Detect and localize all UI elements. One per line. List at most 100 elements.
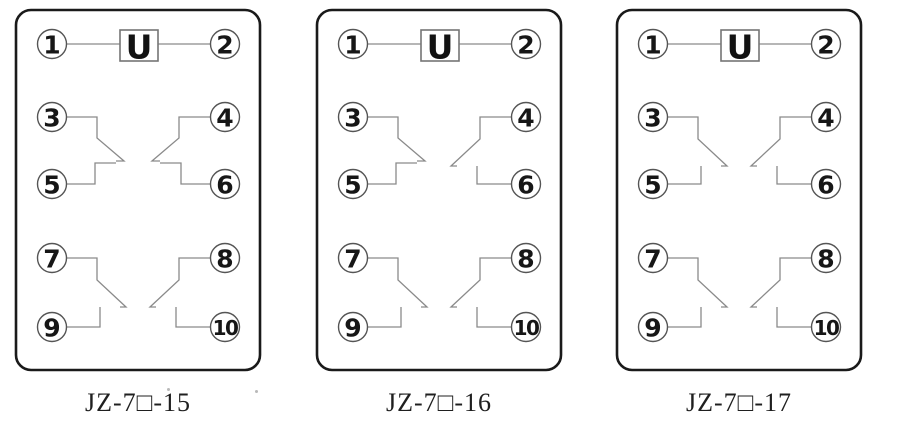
terminal-circle — [637, 168, 669, 200]
terminal-circle — [209, 242, 241, 274]
contact-seat — [66, 162, 116, 185]
terminal-number: 9 — [344, 314, 361, 343]
contact-blade — [449, 116, 511, 167]
scan-speck — [255, 390, 258, 393]
terminal-circle — [36, 242, 68, 274]
terminal-number: 8 — [216, 245, 233, 274]
terminal-number: 4 — [817, 104, 834, 133]
coil-symbol-box — [420, 29, 460, 62]
contact-stub — [175, 307, 210, 328]
relay-diagram-16: U 1 2 3 5 4 6 7 9 8 10 JZ-7□-16 — [315, 8, 563, 418]
terminal-number: 5 — [43, 171, 60, 200]
terminal-number: 1 — [43, 31, 60, 60]
coil-symbol-box — [720, 29, 760, 62]
terminal-number: 3 — [344, 104, 361, 133]
terminal-number: 4 — [517, 104, 534, 133]
scan-speck — [167, 388, 170, 391]
terminal-number: 8 — [817, 245, 834, 274]
terminal-circle — [36, 168, 68, 200]
relay-outline — [315, 8, 563, 372]
contact-blade — [667, 116, 729, 167]
terminal-circle — [209, 168, 241, 200]
contact-stub — [367, 307, 402, 328]
terminal-circle — [337, 168, 369, 200]
terminal-circle — [810, 311, 842, 343]
coil-symbol-box — [119, 29, 159, 62]
contact-stub — [667, 166, 702, 185]
coil-symbol-label: U — [126, 28, 153, 67]
terminal-circle — [337, 28, 369, 60]
terminal-circle — [209, 311, 241, 343]
terminal-circle — [36, 101, 68, 133]
contact-stub — [776, 307, 811, 328]
terminal-circle — [637, 242, 669, 274]
terminal-circle — [510, 28, 542, 60]
terminal-circle — [637, 101, 669, 133]
terminal-circle — [337, 101, 369, 133]
contact-blade — [367, 116, 427, 162]
terminal-number: 4 — [216, 104, 233, 133]
terminal-circle — [337, 242, 369, 274]
diagram-label: JZ-7□-16 — [385, 388, 493, 417]
terminal-number: 7 — [43, 245, 60, 274]
contact-stub — [776, 166, 811, 185]
terminal-circle — [810, 101, 842, 133]
terminal-number: 8 — [517, 245, 534, 274]
terminal-circle — [510, 311, 542, 343]
contact-blade — [449, 257, 511, 308]
terminal-number: 7 — [344, 245, 361, 274]
contact-stub — [667, 307, 702, 328]
terminal-number: 2 — [216, 31, 233, 60]
terminal-number: 10 — [814, 316, 839, 340]
terminal-circle — [810, 168, 842, 200]
terminal-circle — [209, 28, 241, 60]
contact-blade — [749, 257, 811, 308]
terminal-circle — [337, 311, 369, 343]
terminal-number: 6 — [817, 171, 834, 200]
terminal-circle — [637, 28, 669, 60]
terminal-number: 5 — [644, 171, 661, 200]
contact-seat — [160, 162, 210, 185]
contact-seat — [367, 162, 417, 185]
contact-blade — [66, 257, 128, 308]
terminal-number: 6 — [517, 171, 534, 200]
terminal-circle — [510, 168, 542, 200]
terminal-number: 2 — [817, 31, 834, 60]
terminal-number: 1 — [344, 31, 361, 60]
terminal-circle — [810, 28, 842, 60]
terminal-number: 7 — [644, 245, 661, 274]
terminal-number: 1 — [644, 31, 661, 60]
terminal-number: 3 — [43, 104, 60, 133]
terminal-number: 9 — [644, 314, 661, 343]
terminal-number: 10 — [514, 316, 539, 340]
contact-stub — [476, 166, 511, 185]
terminal-circle — [36, 28, 68, 60]
contact-blade — [749, 116, 811, 167]
terminal-circle — [209, 101, 241, 133]
terminal-number: 9 — [43, 314, 60, 343]
coil-symbol-label: U — [427, 28, 454, 67]
relay-schematic: U 1 2 3 5 4 6 7 9 8 10 — [315, 8, 563, 372]
terminal-circle — [36, 311, 68, 343]
terminal-circle — [810, 242, 842, 274]
relay-outline — [14, 8, 262, 372]
contact-stub — [66, 307, 101, 328]
contact-blade — [66, 116, 126, 162]
terminal-circle — [510, 242, 542, 274]
terminal-number: 5 — [344, 171, 361, 200]
contact-stub — [476, 307, 511, 328]
coil-symbol-label: U — [727, 28, 754, 67]
contact-blade — [367, 257, 429, 308]
contact-blade — [667, 257, 729, 308]
relay-outline — [615, 8, 863, 372]
terminal-circle — [510, 101, 542, 133]
terminal-number: 2 — [517, 31, 534, 60]
terminal-circle — [637, 311, 669, 343]
contact-blade — [148, 257, 210, 308]
diagram-label: JZ-7□-15 — [84, 388, 192, 417]
contact-blade — [150, 116, 210, 162]
